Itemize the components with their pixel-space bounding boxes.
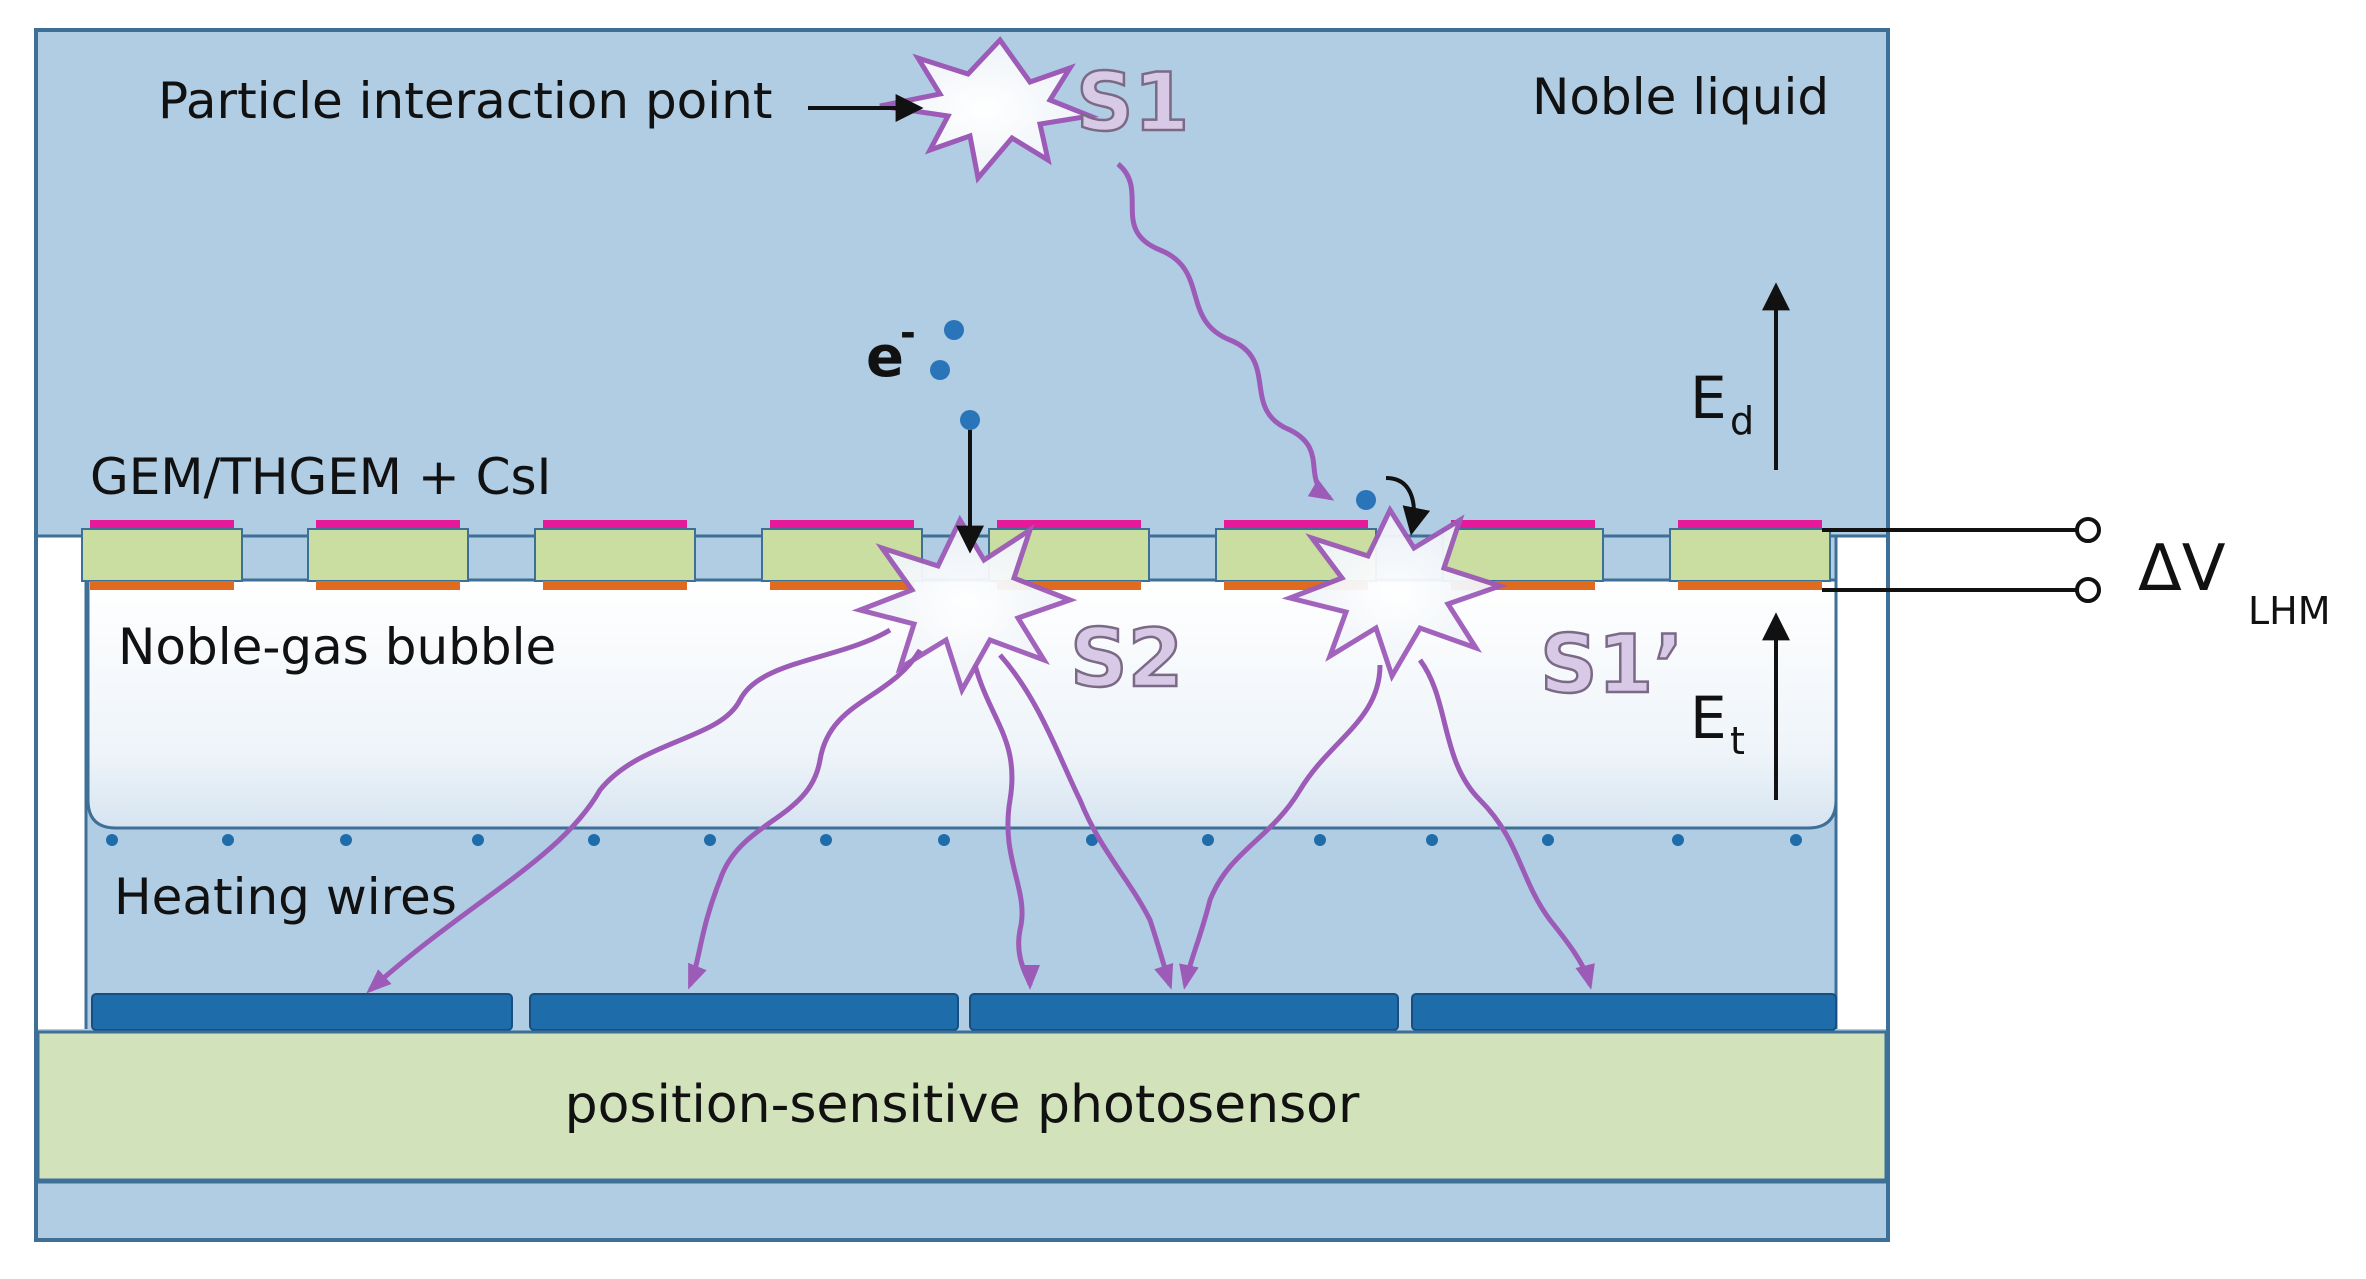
electrode-1	[81, 520, 243, 590]
electron-label: e	[866, 325, 904, 390]
electrode-4	[761, 520, 923, 590]
electrode-3	[534, 520, 696, 590]
heating-wires	[106, 834, 1802, 846]
photon-path-s2-mid	[972, 664, 1040, 990]
photon-path-s2-right	[998, 653, 1174, 990]
s2-label: S2	[1070, 612, 1183, 705]
voltage-leads	[1822, 517, 2101, 603]
s2-flash	[851, 514, 1078, 697]
photon-path-s1p-right	[1417, 658, 1595, 990]
right-gap	[1836, 536, 1886, 1029]
photon-path-s2-left	[366, 627, 892, 994]
gem-label: GEM/THGEM + CsI	[90, 448, 551, 506]
transfer-field-subscript: t	[1730, 719, 1745, 763]
electrode-7	[1442, 520, 1604, 590]
photon-paths	[366, 162, 1595, 994]
voltage-label: ΔV	[2138, 532, 2226, 606]
noble-gas-bubble-label: Noble-gas bubble	[118, 618, 556, 676]
photosensor-label: position-sensitive photosensor	[565, 1075, 1360, 1135]
electrode-8	[1669, 520, 1831, 590]
s1-prime-flash	[1281, 504, 1508, 683]
s1-interaction-flash	[879, 36, 1100, 184]
photon-path-s1p-left	[1179, 664, 1383, 990]
electrode-2	[307, 520, 469, 590]
noble-liquid-label: Noble liquid	[1532, 68, 1829, 126]
sensor-pixels	[91, 993, 1837, 1031]
left-gap	[38, 536, 86, 1029]
electron-extraction-arrow	[1385, 476, 1431, 536]
electrons	[930, 320, 1376, 510]
photosensor-block	[36, 1030, 1888, 1182]
particle-interaction-point-label: Particle interaction point	[158, 72, 772, 130]
drift-field-subscript: d	[1730, 399, 1754, 443]
photon-path-s1-to-gem	[1116, 162, 1335, 501]
drift-field-label: E	[1690, 364, 1727, 432]
heating-wires-label: Heating wires	[114, 868, 457, 926]
electron-superscript: -	[900, 311, 916, 355]
photon-path-s2-mid-left	[687, 648, 923, 990]
voltage-subscript: LHM	[2248, 589, 2331, 633]
s1-label: S1	[1076, 56, 1189, 149]
transfer-field-label: E	[1690, 684, 1727, 752]
s1-prime-label: S1’	[1540, 618, 1684, 711]
